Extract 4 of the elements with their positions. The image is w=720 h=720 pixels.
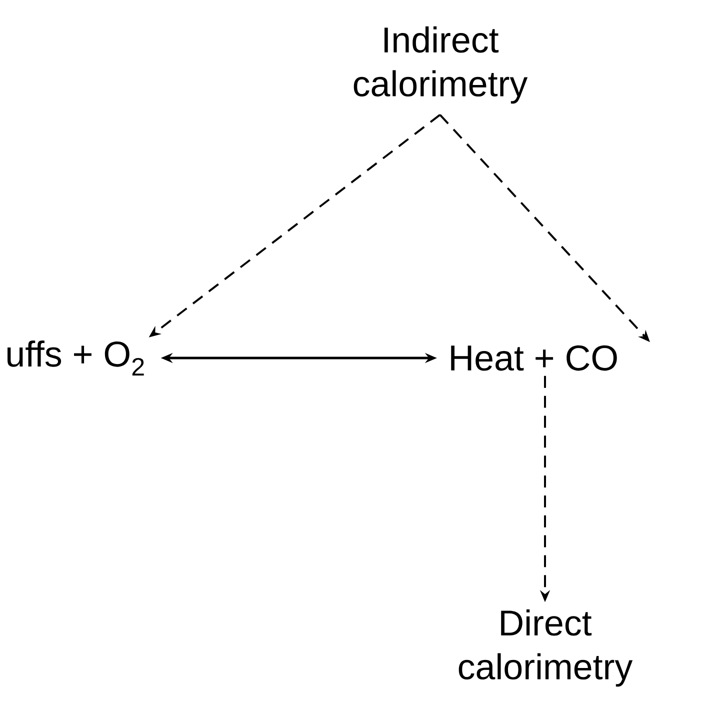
text-label: Indirect calorimetry: [354, 26, 528, 104]
text-label: Direct calorimetry: [458, 609, 633, 687]
text-label: uffs + O$_{2}$: [8, 340, 144, 376]
text-label: Heat + CO: [451, 345, 617, 371]
